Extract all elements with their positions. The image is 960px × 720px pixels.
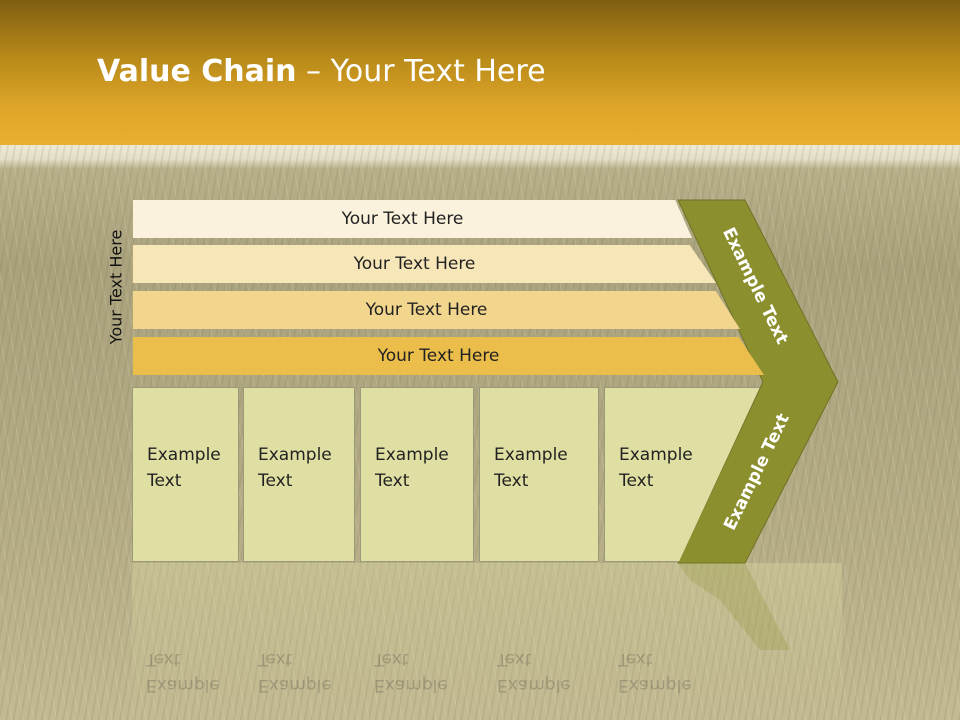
reflection-3-line1: Example [374,675,448,695]
column-4-line1: Example [494,445,568,465]
column-3-line1: Example [375,445,449,465]
header-band [0,0,960,145]
chevron-reflection [678,563,790,650]
column-5-line1: Example [619,445,693,465]
column-1-line2: Text [147,471,182,491]
reflection-2-line2: Text [258,649,293,669]
row-label-3: Your Text Here [365,300,488,320]
row-label-4: Your Text Here [377,346,500,366]
reflection-2-line1: Example [258,675,332,695]
title-rest: – Your Text Here [296,54,546,89]
row-bar-1[interactable]: Your Text Here [132,200,692,238]
column-3-line2: Text [375,471,410,491]
reflection-5-line2: Text [618,649,653,669]
reflection-1-line1: Example [146,675,220,695]
side-label-text: Your Text Here [106,229,126,345]
slide-title: Value Chain – Your Text Here [97,54,546,94]
reflection-1-line2: Text [146,649,181,669]
row-bar-3[interactable]: Your Text Here [132,291,740,329]
column-5-line2: Text [619,471,654,491]
column-reflection-1: Example Text [146,618,220,698]
column-4-line2: Text [494,471,529,491]
reflection-5-line1: Example [618,675,692,695]
reflection-band [132,563,842,720]
column-reflection-2: Example Text [258,618,332,698]
column-1-line1: Example [147,445,221,465]
column-2-line2: Text [258,471,293,491]
chevron-shape [677,199,839,564]
column-2-line1: Example [258,445,332,465]
row-label-1: Your Text Here [341,209,464,229]
reflection-4-line1: Example [497,675,571,695]
row-bar-4[interactable]: Your Text Here [132,337,764,375]
row-bar-2[interactable]: Your Text Here [132,245,716,283]
title-bold: Value Chain [97,54,297,89]
column-reflection-3: Example Text [374,618,448,698]
column-reflection-5: Example Text [618,618,692,698]
reflection-3-line2: Text [374,649,409,669]
column-reflection-4: Example Text [497,618,571,698]
row-label-2: Your Text Here [353,254,476,274]
reflection-4-line2: Text [497,649,532,669]
